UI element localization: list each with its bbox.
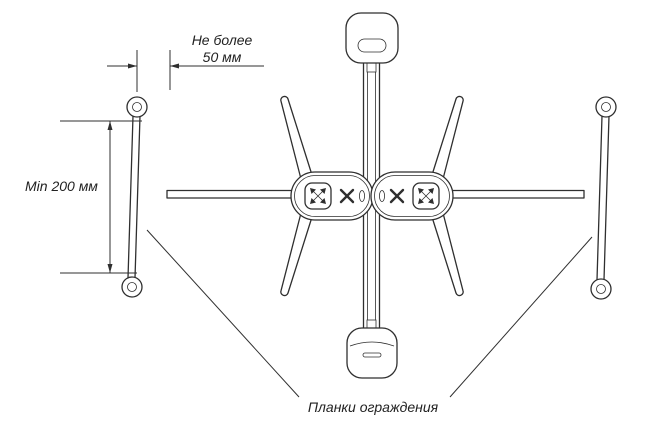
turnstile-bottom-cap <box>346 327 398 379</box>
leader-left <box>146 229 300 398</box>
right-guard-rail <box>590 96 617 300</box>
leader-right <box>449 236 593 398</box>
arm-horizontal-left <box>166 189 296 199</box>
turnstile-top-cap <box>345 12 399 64</box>
arm-lower-right <box>431 212 464 297</box>
arm-upper-right <box>431 95 464 180</box>
four-way-arrows-icon <box>304 182 332 210</box>
hub-right-cover <box>370 171 454 221</box>
hub-right <box>370 171 454 221</box>
left-guard-rail <box>121 96 148 298</box>
bottom-cap-slot <box>362 352 382 358</box>
clearance-label-line1: Не более <box>192 32 253 48</box>
guard-rail-leaders: Планки ограждения <box>146 229 593 415</box>
arm-lower-left <box>280 212 313 297</box>
dim-arrow-right <box>170 63 179 69</box>
arm-upper-left <box>280 95 313 180</box>
top-cap-slot <box>357 38 387 53</box>
hub-left <box>290 171 374 221</box>
right-rail-bar <box>596 115 610 281</box>
clearance-label-line2: 50 мм <box>203 49 242 65</box>
barrier-arms <box>166 95 585 297</box>
dim-arrow-left <box>128 63 137 69</box>
cross-icon <box>389 188 405 204</box>
dimension-50mm: Не более 50 мм <box>107 32 264 92</box>
dimension-200mm: Min 200 мм <box>25 120 142 274</box>
dim-arrow-up <box>107 121 113 130</box>
cross-icon <box>339 188 355 204</box>
arm-horizontal-right <box>448 189 585 199</box>
four-way-arrows-icon <box>412 182 440 210</box>
dim-arrow-down <box>107 264 113 273</box>
guard-rails-label: Планки ограждения <box>308 399 439 415</box>
min-distance-label: Min 200 мм <box>25 178 98 194</box>
left-rail-bar <box>127 115 141 279</box>
